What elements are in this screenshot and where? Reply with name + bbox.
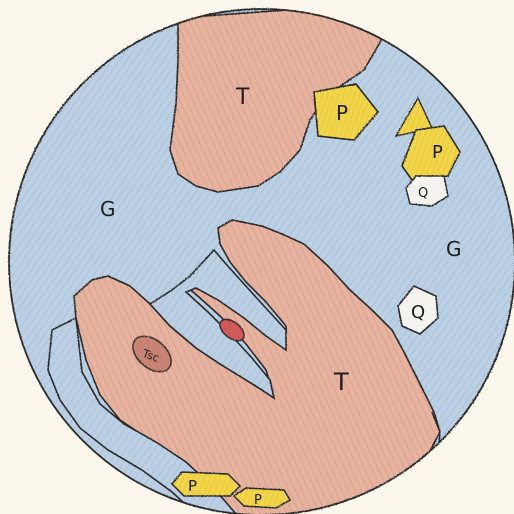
p-label-upper-center: P [336, 101, 348, 125]
p-label-bottom-left: P [188, 477, 197, 495]
g-label-left: G [100, 197, 116, 221]
p-label-upper-right: P [432, 142, 443, 163]
q-label-upper-right: Q [418, 186, 428, 201]
g-label-right: G [446, 237, 462, 261]
p-mineral-bottom-left [172, 472, 240, 496]
t-label-upper: T [235, 85, 250, 110]
t-label-lower: T [333, 368, 349, 396]
p-mineral-bottom-right [234, 488, 290, 508]
q-label-right-middle: Q [411, 302, 425, 323]
p-label-bottom-right: P [254, 493, 262, 508]
